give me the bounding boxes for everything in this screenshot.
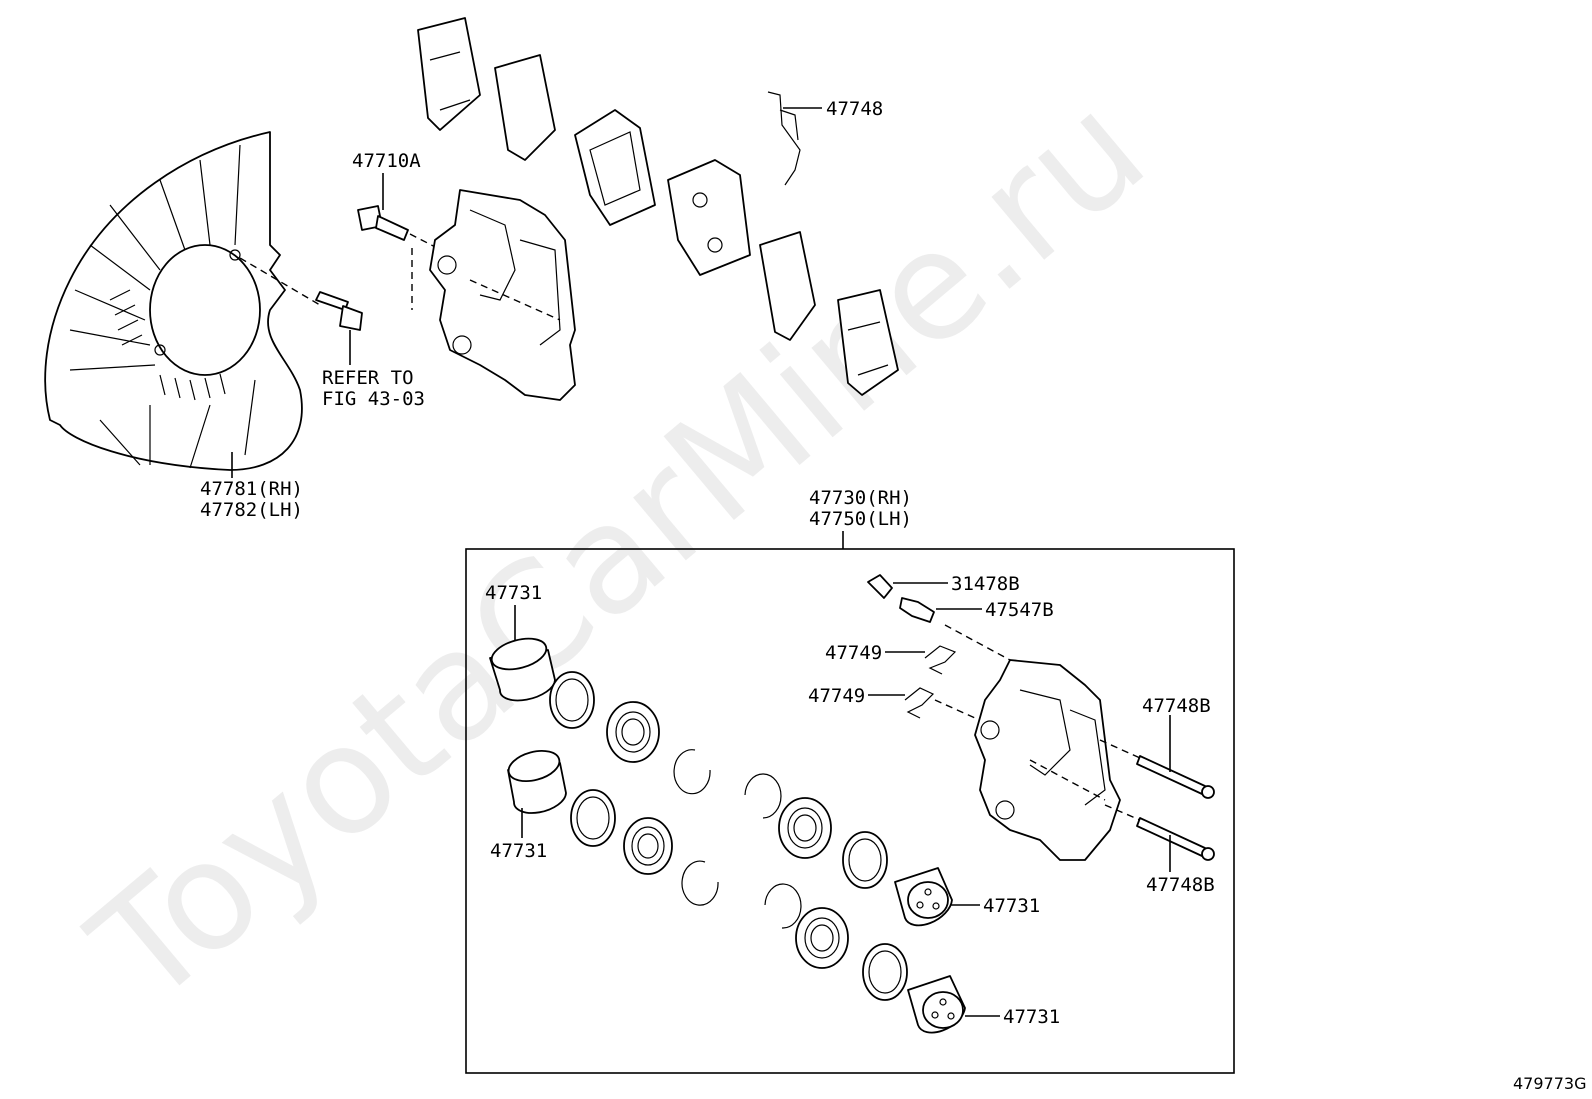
callout-refer-line1: REFER TO [322, 367, 414, 389]
pad-shim-3 [759, 231, 816, 341]
caliper-body-lower [974, 659, 1121, 861]
piston-4 [907, 975, 966, 1034]
callout-47749-1: 47749 [825, 642, 882, 664]
caliper-assembly-frame [465, 548, 1235, 1074]
pad-pin-2 [1136, 817, 1215, 861]
pad-pin-1 [1136, 755, 1215, 799]
callout-47748b-1: 47748B [1142, 695, 1211, 717]
callout-31478b: 31478B [951, 573, 1020, 595]
dust-boot-2 [778, 797, 832, 859]
piston-1 [489, 637, 556, 702]
callout-47748: 47748 [826, 98, 883, 120]
snap-ring-3 [681, 860, 719, 906]
brake-pad-2 [667, 159, 751, 276]
anti-rattle-clip [767, 91, 801, 186]
callout-47731-2: 47731 [490, 840, 547, 862]
disc-dust-cover [44, 131, 303, 471]
callout-47710a: 47710A [352, 150, 421, 172]
snap-ring-1 [673, 749, 711, 795]
dust-boot-1 [606, 701, 660, 763]
snap-ring-4 [764, 883, 802, 929]
callout-47547b: 47547B [985, 599, 1054, 621]
pad-shim-1 [417, 17, 481, 131]
callout-refer-line2: FIG 43-03 [322, 388, 425, 410]
callout-47731-1: 47731 [485, 582, 542, 604]
callout-47731-3: 47731 [983, 895, 1040, 917]
caliper-bolt [357, 205, 409, 241]
piston-seal-4 [862, 943, 908, 1001]
pad-shim-4 [837, 289, 899, 396]
piston-seal-1 [549, 671, 595, 729]
pad-shim-2 [494, 54, 556, 161]
dust-boot-3 [623, 817, 673, 875]
piston-seal-2 [842, 831, 888, 889]
shield-bolt [315, 291, 363, 331]
callout-47749-2: 47749 [808, 685, 865, 707]
pin-clip-2 [904, 687, 935, 719]
bleeder-cap [867, 574, 893, 599]
callout-47750-lh: 47750(LH) [809, 508, 912, 530]
callout-47731-4: 47731 [1003, 1006, 1060, 1028]
callout-47781-rh: 47781(RH) [200, 478, 303, 500]
caliper-body-upper [429, 189, 576, 401]
brake-pad-1 [574, 109, 656, 226]
piston-2 [507, 749, 567, 814]
dust-boot-4 [795, 907, 849, 969]
piston-3 [894, 867, 953, 927]
figure-code: 479773G [1513, 1074, 1586, 1093]
bleeder-plug [899, 597, 935, 623]
callout-47782-lh: 47782(LH) [200, 499, 303, 521]
callout-47748b-2: 47748B [1146, 874, 1215, 896]
snap-ring-2 [744, 773, 782, 819]
callout-47730-rh: 47730(RH) [809, 487, 912, 509]
pin-clip-1 [924, 645, 957, 675]
piston-seal-3 [570, 789, 616, 847]
